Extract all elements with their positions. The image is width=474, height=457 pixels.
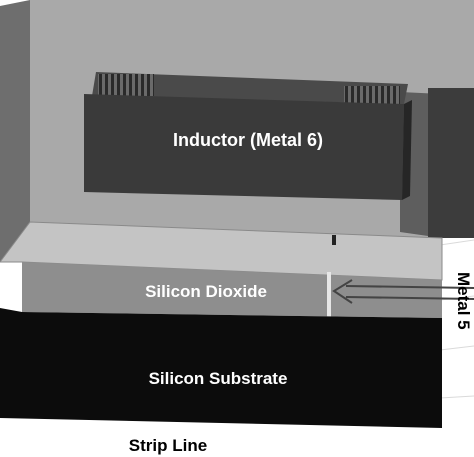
silicon-dioxide-label: Silicon Dioxide <box>145 282 267 301</box>
metal5-via <box>332 235 336 245</box>
silicon-substrate-layer <box>0 308 442 428</box>
silicon-dioxide-layer <box>22 262 442 318</box>
inductor-label: Inductor (Metal 6) <box>173 130 323 150</box>
strip-line-label: Strip Line <box>129 436 207 455</box>
left-wall <box>0 0 30 262</box>
silicon-substrate-label: Silicon Substrate <box>149 369 288 388</box>
strip-line-conductor <box>327 272 331 322</box>
metal5-arrow <box>332 279 474 304</box>
inductor-block <box>84 72 412 200</box>
metal5-plate <box>0 221 443 281</box>
right-edge-block <box>428 88 474 238</box>
metal5-label: Metal 5 <box>454 272 473 330</box>
